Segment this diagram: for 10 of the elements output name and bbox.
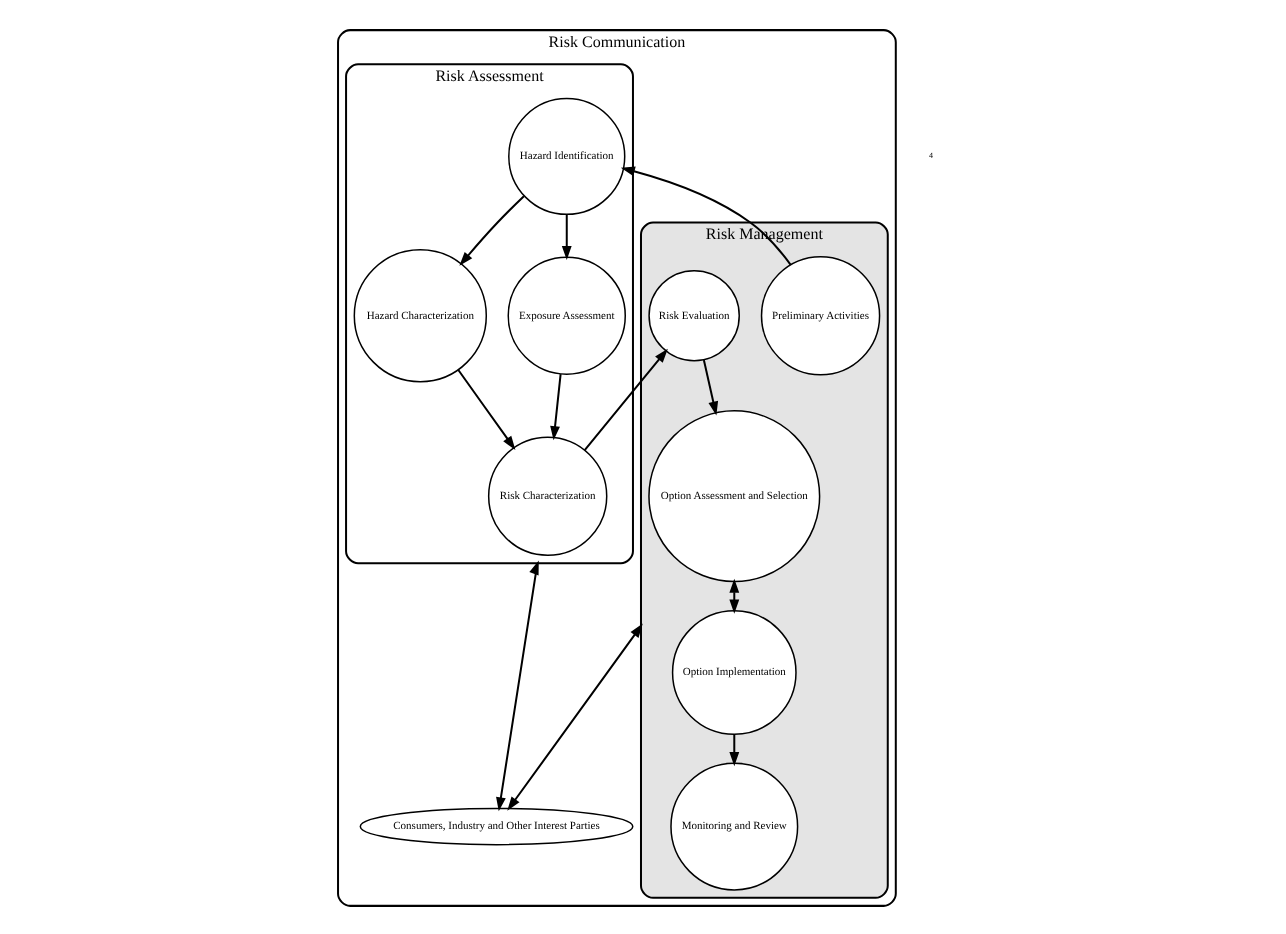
arrow bbox=[458, 194, 524, 265]
arrow bbox=[582, 347, 667, 450]
arrow bbox=[619, 165, 791, 265]
arrow bbox=[456, 368, 515, 449]
arrow bbox=[728, 733, 739, 766]
arrow bbox=[701, 358, 718, 415]
arrow bbox=[506, 622, 642, 810]
arrow bbox=[560, 213, 571, 260]
arrow bbox=[495, 559, 538, 811]
arrow bbox=[549, 373, 561, 440]
